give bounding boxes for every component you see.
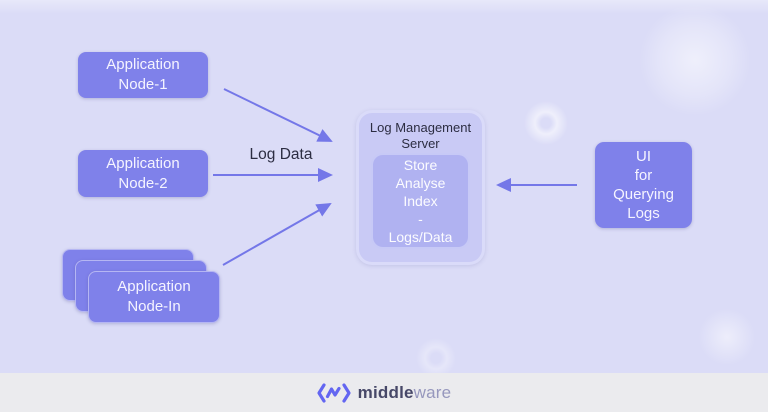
application-node-1-box: Application Node-1 <box>78 52 208 98</box>
ui-box-line: Querying <box>613 186 674 203</box>
server-function-label: Logs/Data <box>388 229 453 245</box>
log-data-edge-label: Log Data <box>249 146 313 163</box>
server-function-label: Index <box>403 193 438 209</box>
footer-bar: middleware <box>0 373 768 412</box>
server-title-line: Server <box>401 136 440 151</box>
node-label-line: Application <box>117 278 191 295</box>
server-function-label: Analyse <box>395 175 446 191</box>
top-glow-decoration <box>0 0 768 14</box>
middleware-logo-icon <box>317 382 351 403</box>
ui-box-line: Logs <box>627 205 660 222</box>
bokeh-ring-decoration <box>515 92 577 154</box>
node-label-line: Node-1 <box>118 76 168 93</box>
bokeh-blob-decoration <box>640 5 750 115</box>
middleware-logo-text: middleware <box>358 383 452 403</box>
server-function-label: - <box>418 211 423 227</box>
ui-box-line: UI <box>636 148 651 165</box>
node-label-line: Node-2 <box>118 174 168 192</box>
bokeh-blob-decoration <box>696 306 758 368</box>
server-functions-box: Store Analyse Index - Logs/Data <box>371 153 470 249</box>
brand-text-light: ware <box>413 382 452 402</box>
node-label-line: Node-In <box>127 298 181 315</box>
server-function-label: Store <box>403 157 438 173</box>
brand-text-bold: middle <box>357 382 414 402</box>
application-node-2-box: Application Node-2 <box>78 150 208 197</box>
node-label-line: Application <box>106 56 180 73</box>
server-title: Log Management Server <box>359 120 482 152</box>
ui-box-line: for <box>634 167 653 184</box>
ui-querying-logs-box: UI for Querying Logs <box>595 142 692 228</box>
arrow-node1-to-server <box>223 88 333 142</box>
server-title-line: Log Management <box>369 120 472 135</box>
arrow-nodeN-to-server <box>222 203 332 266</box>
node-label-line: Application <box>106 154 180 172</box>
application-node-in-box: Application Node-In <box>88 271 220 323</box>
